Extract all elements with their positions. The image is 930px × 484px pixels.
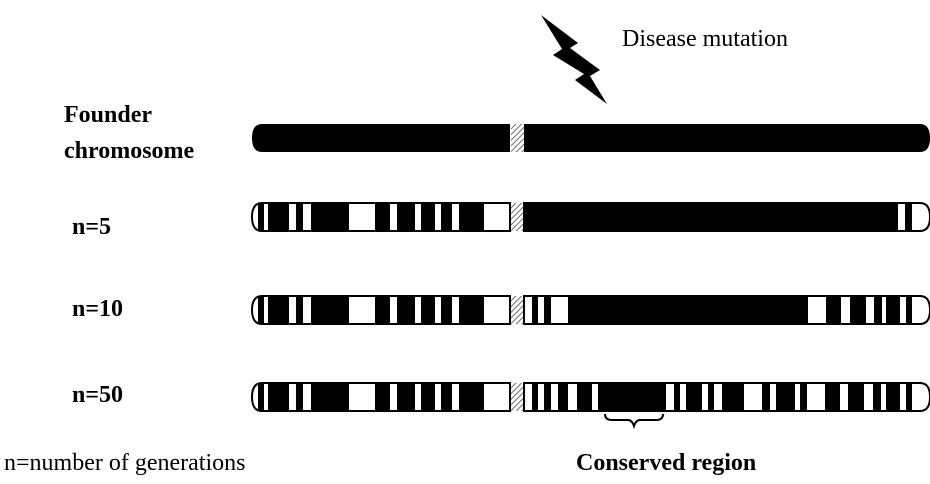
chromosome-n50: [250, 382, 930, 412]
conserved-region-brace: [604, 413, 664, 430]
chromosome-founder: [252, 124, 930, 152]
chromosome-n10: [250, 295, 930, 325]
left-arm-recombined: [250, 295, 511, 325]
lightning-bolt-icon: [541, 15, 607, 104]
generations-legend: n=number of generations: [4, 450, 246, 476]
disease-mutation-label: Disease mutation: [622, 26, 788, 52]
chromosome-arm-left: [252, 124, 510, 152]
row-label-founder-line1: Founder: [64, 102, 153, 128]
conserved-region-label: Conserved region: [576, 450, 757, 476]
centromere: [511, 296, 524, 324]
left-arm-recombined: [250, 382, 511, 412]
right-arm: [523, 382, 930, 412]
right-arm: [523, 202, 930, 232]
chromosome-n5: [250, 202, 930, 232]
row-label-founder-line2: chromosome: [64, 138, 195, 164]
right-arm: [523, 295, 930, 325]
chromosome-arm-right: [524, 124, 930, 152]
centromere: [511, 203, 524, 231]
row-label-n5: n=5: [72, 214, 112, 240]
centromere: [511, 383, 524, 411]
left-arm-recombined: [250, 202, 511, 232]
row-label-n50: n=50: [72, 382, 124, 408]
row-label-n10: n=10: [72, 296, 124, 322]
centromere: [511, 124, 524, 152]
